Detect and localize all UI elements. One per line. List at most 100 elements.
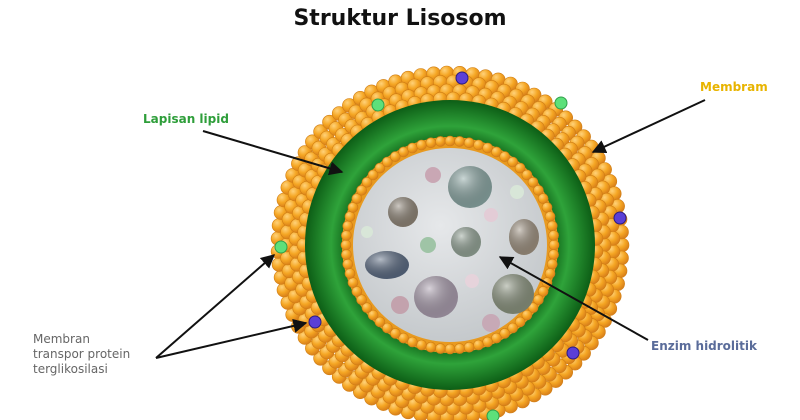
outer-membrane-beads [270,65,630,420]
vesicle [465,274,479,288]
vesicle [482,314,500,332]
membrane-bead [521,309,533,321]
vesicle [484,208,498,222]
membrane-bead [544,268,556,279]
green-protein [486,409,500,420]
membrane-bead [514,162,526,174]
membrane-bead [407,336,418,348]
arrow-enzyme [498,256,649,341]
vesicle [425,167,441,183]
membrane-bead [341,230,352,241]
membrane-bead [537,193,549,204]
membrane-bead [473,339,484,351]
membrane-bead [361,302,373,314]
membrane-bead [454,343,465,354]
label-transport-protein: Membran transpor protein terglikosilasi [33,332,183,377]
label-membrane: Membram [700,80,768,94]
diagram-title: Struktur Lisosom [293,6,507,31]
purple-protein [613,211,627,225]
membrane-bead [533,185,544,196]
membrane-bead [541,202,553,213]
pointer-arrows [155,99,706,359]
vesicle [391,296,409,314]
membrane-bead [425,137,437,149]
membrane-bead [341,249,352,260]
membrane-bead [482,142,493,154]
vesicle [420,237,436,253]
purple-protein [566,346,580,360]
membrane-bead [507,322,519,334]
label-hydrolytic-enzyme: Enzim hidrolitik [651,339,757,353]
membrane-bead [381,322,393,334]
membrane-bead [537,286,549,297]
inner-membrane-beads [340,135,560,355]
vesicle [414,276,458,318]
membrane-bead [347,277,359,288]
membrane-bead [367,309,379,321]
membrane-bead [416,339,427,351]
purple-protein [455,71,469,85]
label-lipid-layer: Lapisan lipid [143,112,229,126]
green-protein [371,98,385,112]
vesicle [509,219,539,255]
membrane-bead [416,139,427,151]
membrane-proteins [274,71,627,420]
membrane-bead [499,151,511,162]
membrane-bead [533,294,544,306]
membrane-bead [499,328,511,339]
membrane-bead [444,343,456,355]
membrane-bead [473,139,484,151]
membrane-bead [548,230,559,241]
membrane-bead [514,316,526,328]
membrane-bead [491,332,502,344]
green-protein [554,96,568,110]
membrane-bead [548,249,559,260]
membrane-bead [548,239,560,251]
vesicle [451,227,481,257]
enzyme-vesicles [361,166,539,332]
vesicle [492,274,534,314]
membrane-bead [351,193,363,204]
membrane-bead [491,146,502,158]
membrane-bead [398,146,409,158]
membrane-bead [463,137,475,149]
membrane-bead [342,220,354,232]
membrane-bead [389,328,401,339]
membrane-bead [347,202,359,213]
membrane-bead [344,268,356,279]
arrow-lipid [202,130,344,176]
membrane-bead [546,258,558,270]
membrane-bead [463,341,475,353]
membrane-bead [374,316,386,328]
label-transport-line: transpor protein [33,347,131,361]
label-transport-line: terglikosilasi [33,362,108,376]
membrane-bead [342,258,354,270]
membrane-bead [507,156,519,168]
membrane-bead [527,177,539,188]
green-protein [274,240,288,254]
arrow-transport-1 [155,254,276,359]
membrane-bead [444,135,456,147]
membrane-bead [544,211,556,222]
arrow-transport-2 [155,319,308,359]
arrow-membrane [591,99,706,154]
membrane-bead [374,162,386,174]
membrane-bead [521,169,533,181]
membrane-bead [356,294,367,306]
membrane-bead [435,343,446,354]
membrane-bead [482,336,493,348]
membrane-bead [546,220,558,232]
membrane-bead [381,156,393,168]
vesicle [361,226,373,238]
vesicle [448,166,492,208]
membrane-bead [425,341,437,353]
membrane-bead [389,151,401,162]
membrane-bead [356,185,367,196]
membrane-bead [340,239,352,251]
membrane-bead [398,332,409,344]
membrane-bead [407,142,418,154]
label-transport-line: Membran [33,332,90,346]
membrane-bead [435,136,446,147]
membrane-bead [454,136,465,147]
